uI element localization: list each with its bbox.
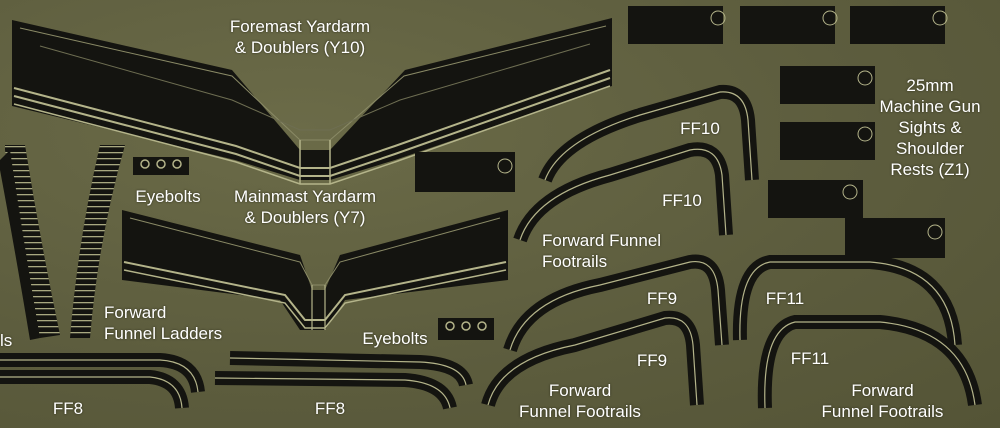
ff11-label-b: FF11 <box>790 349 830 368</box>
forward-funnel-footrails-mid-label: Forward Funnel Footrails <box>542 231 662 271</box>
footrail-ff8-right <box>214 351 473 410</box>
footrail-ff10-upper <box>538 84 759 183</box>
ladders-cut-label: ls <box>0 331 13 350</box>
forward-funnel-footrails-bl-label: Forward Funnel Footrails <box>519 381 641 421</box>
eyebolts-lower-part <box>438 318 494 340</box>
ff11-label-a: FF11 <box>765 289 805 308</box>
eyebolts-upper-label: Eyebolts <box>135 187 201 206</box>
mg-sight-parts <box>415 6 945 258</box>
ff8-label-a: FF8 <box>52 399 84 418</box>
footrail-ff8-left <box>0 353 205 409</box>
footrail-ff11-lower <box>757 315 982 409</box>
forward-funnel-ladders-label: Forward Funnel Ladders <box>104 303 223 343</box>
ff8-label-b: FF8 <box>314 399 346 418</box>
foremast-yardarm-part <box>12 18 612 185</box>
footrail-ff11-upper <box>732 255 962 346</box>
forward-funnel-footrails-br-label: Forward Funnel Footrails <box>821 381 944 421</box>
mainmast-yardarm-label: Mainmast Yardarm & Doublers (Y7) <box>233 187 377 227</box>
mainmast-yardarm-part <box>122 210 508 330</box>
ff9-label-b: FF9 <box>636 351 668 370</box>
footrail-ff9-upper <box>503 254 729 353</box>
eyebolts-lower-label: Eyebolts <box>362 329 428 348</box>
footrail-ff10-lower <box>513 142 733 243</box>
mg-sights-label: 25mm Machine Gun Sights & Shoulder Rests… <box>879 76 981 179</box>
ff9-label-a: FF9 <box>646 289 678 308</box>
funnel-ladder-right <box>70 145 125 338</box>
foremast-yardarm-label: Foremast Yardarm & Doublers (Y10) <box>229 17 371 57</box>
footrail-ff9-lower <box>481 310 704 408</box>
funnel-ladder-left <box>0 145 60 340</box>
ff10-label-b: FF10 <box>662 191 702 210</box>
eyebolts-upper-part <box>133 157 189 175</box>
ff10-label-a: FF10 <box>680 119 720 138</box>
